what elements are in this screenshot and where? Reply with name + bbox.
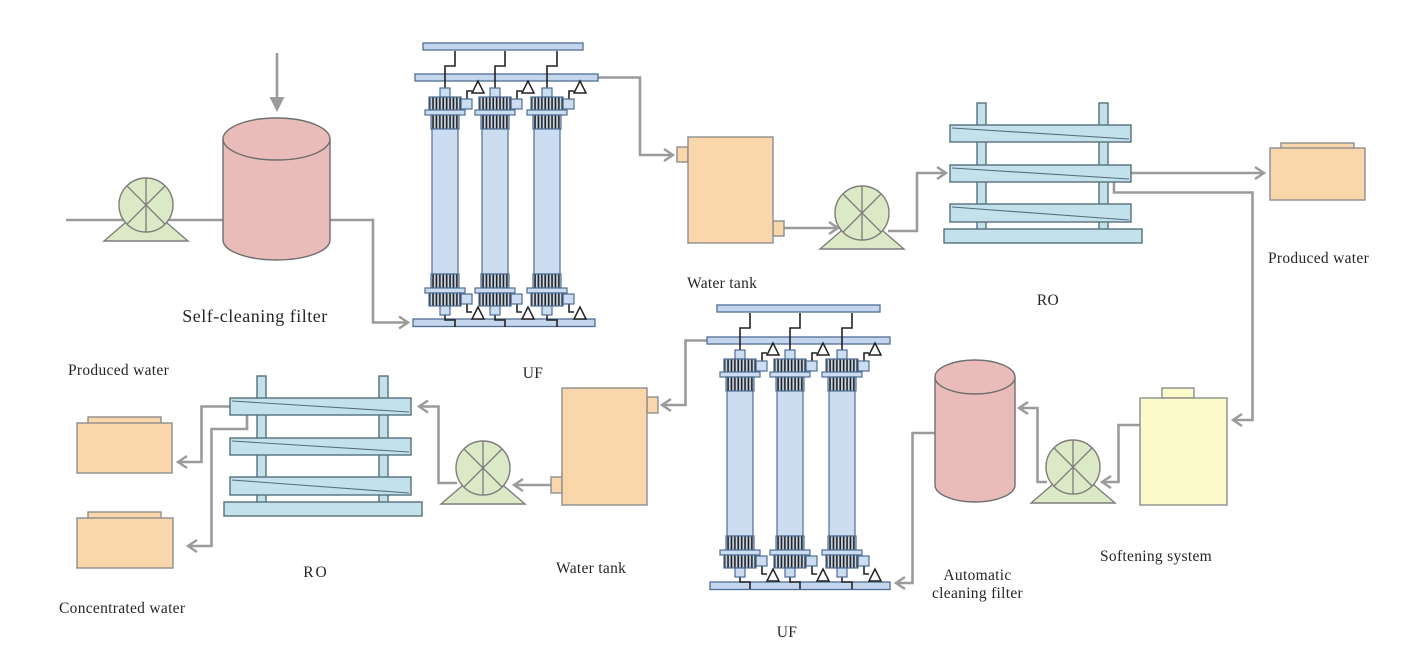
automatic-cleaning-filter-label-line1: Automatic (943, 567, 1012, 584)
filter-to-uf-pipe (330, 218, 411, 330)
uf1-membrane-tube (424, 50, 485, 328)
automatic-cleaning-filter-label: Automatic cleaning filter (900, 567, 1055, 603)
produced-water-box-2 (76, 416, 173, 474)
pump-to-cleaning-filter-pipe (1016, 401, 1047, 484)
ro-concentrate-pipe (1112, 182, 1254, 427)
uf1-top-header-bar (422, 42, 584, 51)
water-tank-1-symbol (676, 136, 785, 244)
ro-unit-2 (223, 375, 423, 517)
water-tank-1-label: Water tank (687, 275, 758, 292)
uf1-bottom-header-bar (412, 318, 596, 328)
uf2-to-tank2-pipe (659, 339, 707, 412)
uf-to-tank-pipe (598, 76, 676, 162)
tank1-outlet-nub (772, 220, 785, 237)
uf2-membrane-tube (821, 312, 882, 590)
produced-water-2-label: Produced water (68, 362, 170, 379)
booster-pump-2-symbol (440, 440, 526, 505)
tank2-inlet-nub (646, 396, 659, 414)
uf2-outlet-header-bar (706, 336, 891, 345)
uf1-membrane-tube (526, 50, 587, 328)
uf2-membrane-tube (719, 312, 780, 590)
cleaning-filter-to-uf-pipe (893, 431, 935, 590)
produced-water-1-label: Produced water (1268, 250, 1370, 267)
water-tank-2-label: Water tank (556, 560, 627, 577)
automatic-cleaning-filter-symbol (934, 359, 1016, 503)
ro-2-label: RO (303, 564, 329, 581)
self-cleaning-filter-label: Self-cleaning filter (182, 306, 328, 326)
uf-1-label: UF (522, 365, 544, 382)
uf-bank-1 (412, 42, 599, 328)
concentrated-water-label: Concentrated water (59, 600, 186, 617)
uf2-top-header-bar (716, 304, 881, 313)
transfer-pump-2-symbol (1030, 439, 1116, 504)
pipes (66, 53, 1267, 590)
automatic-cleaning-filter-label-line2: cleaning filter (932, 585, 1023, 602)
softening-system-symbol (1139, 387, 1228, 506)
softening-outlet-pipe (1099, 423, 1140, 489)
ro2-produced-pipe (175, 405, 230, 469)
booster-pump-1-symbol (819, 185, 905, 250)
water-tank-2-symbol (550, 387, 659, 506)
uf1-outlet-header-bar (414, 73, 599, 82)
concentrated-water-box (76, 511, 174, 569)
produced-water-box-1 (1269, 142, 1366, 201)
feed-pump-symbol (103, 177, 189, 242)
tank1-inlet-nub (676, 146, 689, 163)
uf-2-label: UF (776, 624, 798, 641)
ro2-concentrate-pipe (185, 415, 249, 553)
softening-system-label: Softening system (1100, 548, 1213, 565)
self-cleaning-filter-symbol (222, 117, 331, 261)
tank2-outlet-nub (550, 476, 563, 494)
down-arrow-icon (269, 97, 285, 112)
softening-lid (1161, 387, 1195, 399)
uf-bank-2 (706, 304, 891, 591)
pump-to-ro-pipe (888, 166, 949, 233)
ro-unit-1 (943, 102, 1143, 244)
ro-1-label: RO (1036, 292, 1060, 309)
pump-to-ro2-pipe (416, 399, 457, 485)
